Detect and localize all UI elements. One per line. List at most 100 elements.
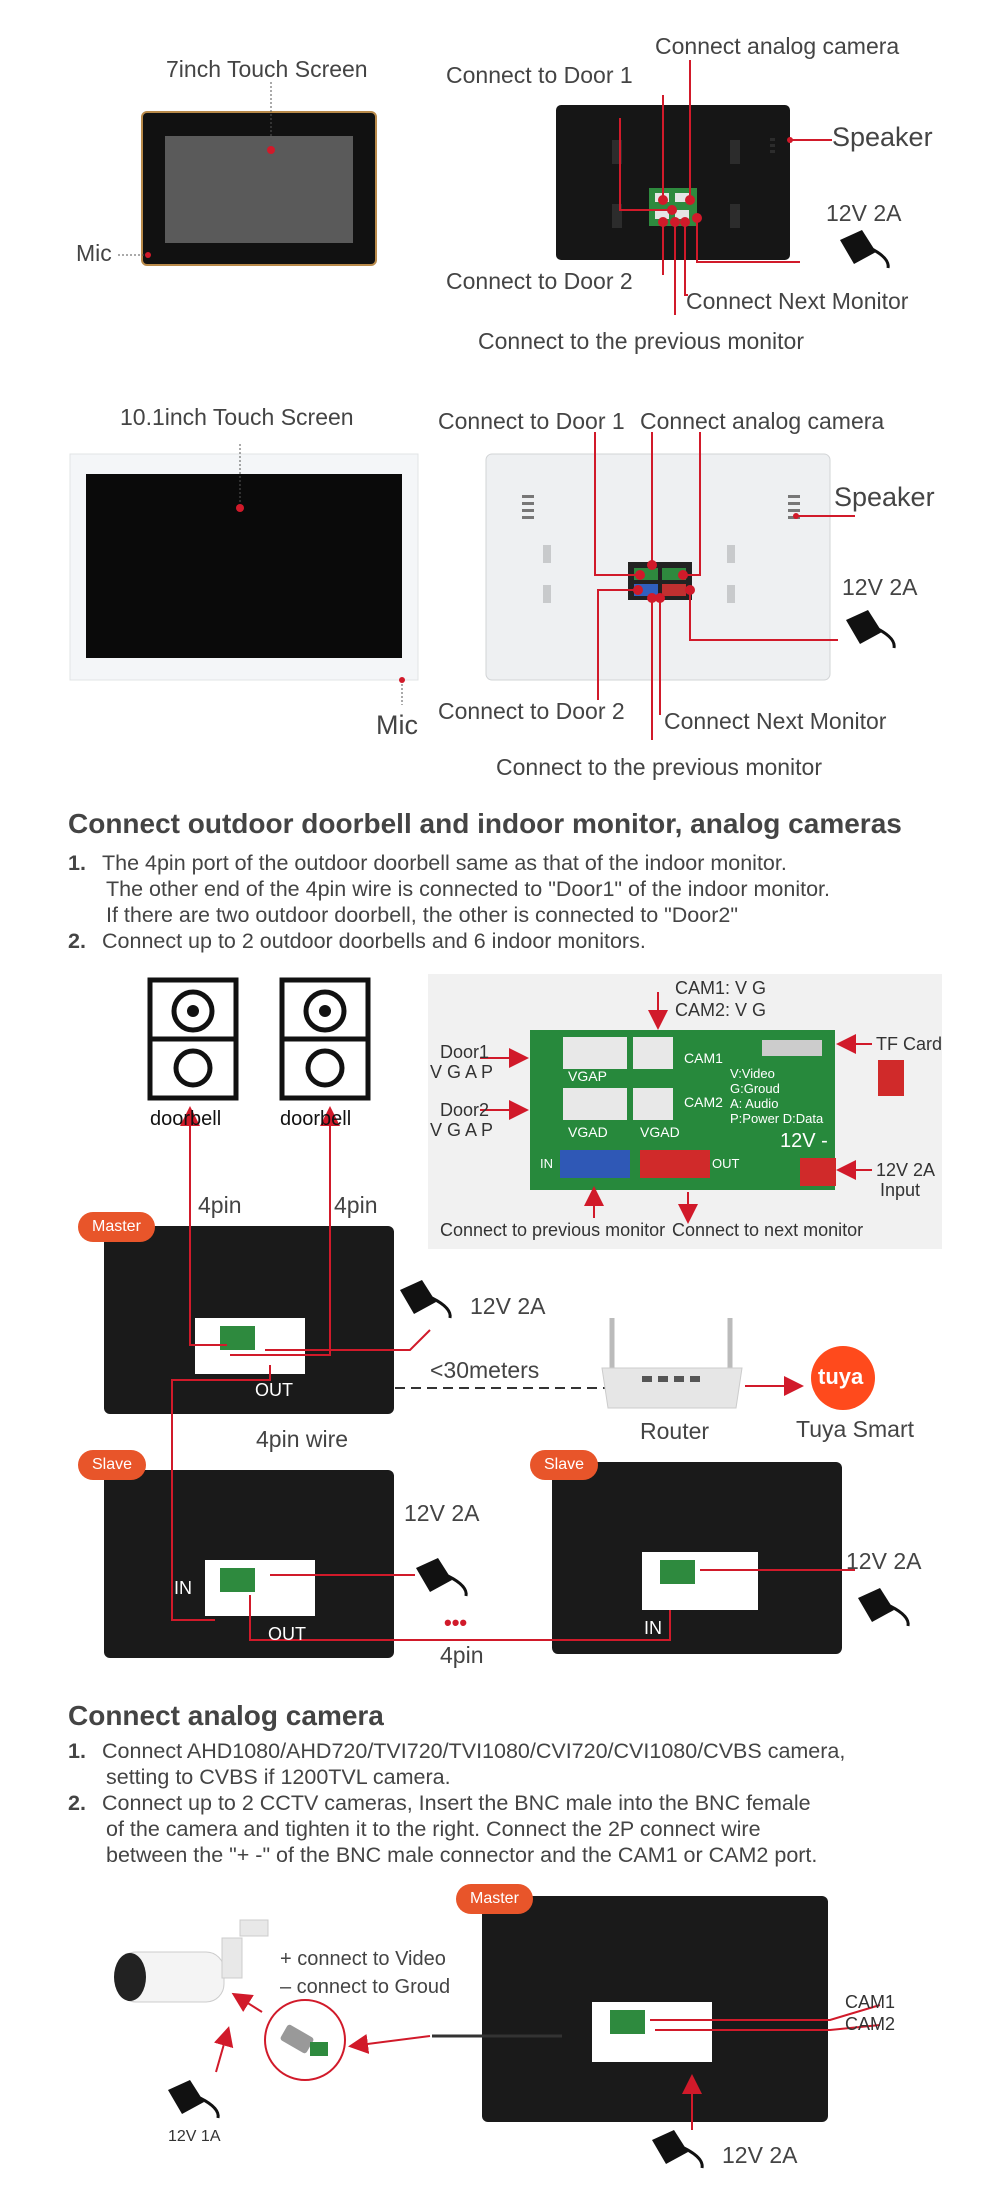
- b10-door1: Connect to Door 1: [438, 408, 625, 434]
- monitor-10-back: [485, 453, 831, 681]
- screen10-label: 10.1inch Touch Screen: [120, 404, 354, 430]
- board-door2-pins: V G A P: [430, 1120, 494, 1140]
- monitor-master: [104, 1226, 394, 1414]
- board-conn-door1: VGAP: [568, 1068, 607, 1084]
- adapter-slave2: [858, 1588, 910, 1627]
- power-master: 12V 2A: [470, 1293, 546, 1319]
- section1-item-1: 1. The 4pin port of the outdoor doorbell …: [68, 850, 830, 928]
- item-line: The other end of the 4pin wire is connec…: [106, 877, 830, 901]
- board-door1: Door1: [440, 1042, 490, 1062]
- dots-7-back: [658, 137, 793, 227]
- legend-line: V:Video: [730, 1066, 775, 1081]
- b7-power: 12V 2A: [826, 200, 902, 226]
- camera-master-badge: Master: [456, 1884, 533, 1914]
- board-12v: 12V -: [780, 1130, 828, 1152]
- out-master: OUT: [255, 1380, 293, 1400]
- camera-wires: [213, 1992, 881, 2130]
- wire-label: 4pin wire: [256, 1426, 349, 1452]
- in-slave2: IN: [644, 1618, 662, 1638]
- board-door2: Door2: [440, 1100, 490, 1120]
- b10-door2: Connect to Door 2: [438, 698, 625, 724]
- section1-title: Connect outdoor doorbell and indoor moni…: [68, 808, 902, 839]
- item-line: of the camera and tighten it to the righ…: [106, 1817, 761, 1841]
- b10-speaker: Speaker: [834, 482, 935, 512]
- legend-line: P:Power D:Data: [730, 1111, 824, 1126]
- board-conn-door2: VGAD: [568, 1124, 608, 1140]
- board-cam2: CAM2: [684, 1094, 723, 1110]
- b10-power: 12V 2A: [842, 574, 918, 600]
- master-badge: Master: [78, 1212, 155, 1242]
- b7-next: Connect Next Monitor: [686, 288, 909, 314]
- router-device: [601, 1318, 743, 1409]
- board-conn-cam: VGAD: [640, 1124, 680, 1140]
- item-line: If there are two outdoor doorbell, the o…: [106, 903, 738, 927]
- b10-previous: Connect to the previous monitor: [496, 754, 823, 780]
- board-out: OUT: [712, 1156, 740, 1171]
- board-legend: V:Video G:Groud A: Audio P:Power D:Data: [730, 1066, 823, 1126]
- adapter-top-1: [840, 230, 890, 269]
- monitor-master-camera: [482, 1896, 828, 2122]
- item-line: Connect up to 2 outdoor doorbells and 6 …: [102, 929, 646, 953]
- monitor-7-back: [556, 105, 790, 260]
- section2-list: 1.Connect AHD1080/AHD720/TVI720/TVI1080/…: [68, 1738, 845, 1868]
- wires: [171, 1106, 855, 1641]
- adapter-camera-monitor: [652, 2130, 704, 2169]
- tuya-logo-bg: [811, 1346, 875, 1410]
- monitor-slave-1: [104, 1470, 394, 1658]
- screen7-label: 7inch Touch Screen: [166, 56, 368, 82]
- legend-line: G:Groud: [730, 1081, 780, 1096]
- section1-item-2: 2.Connect up to 2 outdoor doorbells and …: [68, 928, 830, 954]
- monitor-7-front: [118, 82, 377, 266]
- mic-label: Mic: [76, 240, 112, 266]
- pin-bottom: 4pin: [440, 1642, 484, 1668]
- dots-10-back: [633, 513, 799, 603]
- adapter-top-2: [846, 610, 896, 649]
- callouts-7-back: [619, 60, 832, 315]
- board-cam1: CAM1: [684, 1050, 723, 1066]
- doorbell1-label: doorbell: [150, 1108, 222, 1130]
- board-in: IN: [540, 1156, 553, 1171]
- distance-label: <30meters: [430, 1357, 540, 1383]
- b10-next: Connect Next Monitor: [664, 708, 887, 734]
- item-line: The 4pin port of the outdoor doorbell sa…: [102, 851, 787, 875]
- board-cam1-top: CAM1: V G: [675, 978, 767, 998]
- board-power-input: Input: [880, 1180, 921, 1200]
- camera-plus: + connect to Video: [280, 1948, 446, 1970]
- slave2-badge: Slave: [530, 1450, 599, 1480]
- item-num: 1.: [68, 851, 86, 875]
- doorbell2-label: doorbell: [280, 1108, 352, 1130]
- section2-title: Connect analog camera: [68, 1700, 384, 1731]
- out-slave1: OUT: [268, 1624, 306, 1644]
- b10-analog: Connect analog camera: [640, 408, 885, 434]
- legend-line: A: Audio: [730, 1096, 779, 1111]
- section2-item-1: 1.Connect AHD1080/AHD720/TVI720/TVI1080/…: [68, 1738, 845, 1790]
- bnc-connector: [264, 1999, 346, 2081]
- adapter-master: [400, 1280, 452, 1319]
- dots: •••: [444, 1610, 468, 1635]
- in-slave1: IN: [174, 1578, 192, 1598]
- board-next: Connect to next monitor: [672, 1220, 864, 1240]
- camera-monitor-power: 12V 2A: [722, 2142, 798, 2168]
- board-door1-pins: V G A P: [430, 1062, 494, 1082]
- camera-cam2: CAM2: [845, 2014, 896, 2034]
- doorbell-2: [279, 977, 371, 1101]
- adapter-camera: [168, 2080, 220, 2119]
- monitor-slave-2: [552, 1462, 842, 1654]
- router-label: Router: [640, 1418, 710, 1444]
- tuya-label: Tuya Smart: [796, 1416, 915, 1442]
- item-num: 2.: [68, 1791, 86, 1815]
- camera-power: 12V 1A: [168, 2128, 221, 2145]
- b7-door2: Connect to Door 2: [446, 268, 633, 294]
- camera-cam1: CAM1: [845, 1992, 896, 2012]
- doorbell-1: [147, 977, 239, 1101]
- section2-item-2: 2.Connect up to 2 CCTV cameras, Insert t…: [68, 1790, 845, 1868]
- b7-previous: Connect to the previous monitor: [478, 328, 805, 354]
- item-line: setting to CVBS if 1200TVL camera.: [106, 1765, 451, 1789]
- board-prev: Connect to previous monitor: [440, 1220, 666, 1240]
- tuya-logo-text: tuya: [818, 1364, 864, 1389]
- callouts-10-back: [594, 432, 855, 740]
- b7-analog: Connect analog camera: [655, 33, 900, 59]
- slave1-badge: Slave: [78, 1450, 147, 1480]
- cctv-camera: [114, 1919, 269, 2003]
